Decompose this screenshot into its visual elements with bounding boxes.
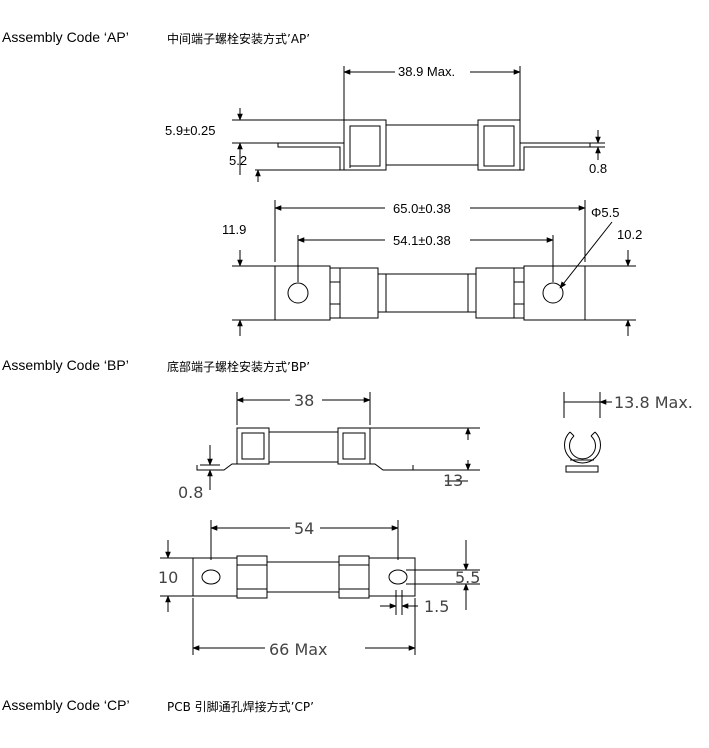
bp-dim-slot: 1.5 (424, 597, 449, 616)
section-title-ap: Assembly Code ‘AP’ (2, 29, 129, 45)
section-subtitle-bp: 底部端子螺栓安装方式’BP’ (167, 360, 311, 374)
ap-plan-view (232, 200, 636, 336)
bp-dim-hole-span: 54 (294, 519, 314, 538)
bp-dim-total-max: 66 Max (269, 640, 328, 659)
ap-dim-tab-width: 10.2 (617, 227, 642, 242)
bp-dim-height: 13 (443, 471, 463, 490)
section-subtitle-cp: PCB 引脚通孔焊接方式’CP’ (167, 700, 314, 714)
section-subtitle-ap: 中间端子螺栓安装方式’AP’ (167, 32, 311, 46)
bp-dim-hole-dia: 5.5 (455, 568, 480, 587)
ap-dim-height: 5.2 (229, 153, 247, 168)
ap-dim-height-tol: 5.9±0.25 (165, 123, 216, 138)
ap-dim-hole-span: 54.1±0.38 (393, 233, 451, 248)
bp-dim-body-len: 38 (294, 391, 314, 410)
ap-dim-max-len: 38.9 Max. (398, 64, 455, 79)
section-title-bp: Assembly Code ‘BP’ (2, 357, 129, 373)
ap-dim-hole-dia: Φ5.5 (591, 205, 619, 220)
bp-side-view (196, 392, 480, 490)
bp-dim-end-max: 13.8 Max. (614, 393, 693, 412)
ap-dim-thickness: 0.8 (589, 161, 607, 176)
ap-side-view (232, 66, 605, 182)
bp-end-view (563, 392, 612, 473)
bp-plan-view (160, 520, 480, 655)
bp-dim-thickness: 0.8 (178, 483, 203, 502)
ap-dim-total-len: 65.0±0.38 (393, 201, 451, 216)
ap-dim-tab-height: 11.9 (222, 222, 246, 237)
section-title-cp: Assembly Code ‘CP’ (2, 697, 130, 713)
bp-dim-tab-width: 10 (158, 568, 178, 587)
